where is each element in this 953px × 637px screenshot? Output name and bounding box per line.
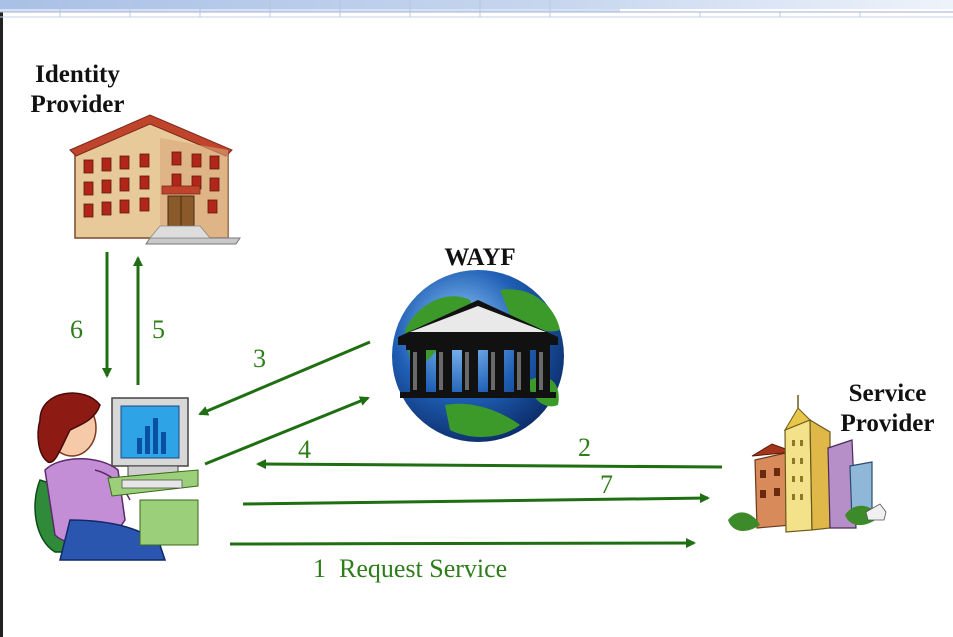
identity-provider-label-line1: Identity (35, 61, 120, 88)
step-3-label: 3 (253, 344, 266, 373)
wayf-label: WAYF (444, 244, 516, 271)
header-band (0, 0, 953, 18)
identity-provider-label-line2: Provider (30, 91, 125, 118)
service-provider-label-line1: Service (848, 380, 927, 407)
step-2-label: 2 (578, 433, 591, 462)
identity-provider-label: Identity Provider (10, 60, 145, 120)
step-1-label: 1 Request Service (313, 554, 508, 583)
arrow-3-wayf-to-user (198, 340, 371, 416)
service-provider-label: Service Provider (825, 379, 950, 439)
step-5-label: 5 (152, 315, 165, 344)
arrow-1-user-to-sp (229, 538, 696, 549)
step-4-label: 4 (298, 435, 311, 464)
step-6-label: 6 (70, 315, 83, 344)
arrow-2-sp-to-user (256, 459, 723, 470)
arrow-7-user-to-sp (242, 493, 710, 506)
step-7-label: 7 (600, 470, 613, 499)
arrow-4-user-to-wayf (204, 396, 370, 466)
service-provider-label-line2: Provider (840, 410, 935, 437)
